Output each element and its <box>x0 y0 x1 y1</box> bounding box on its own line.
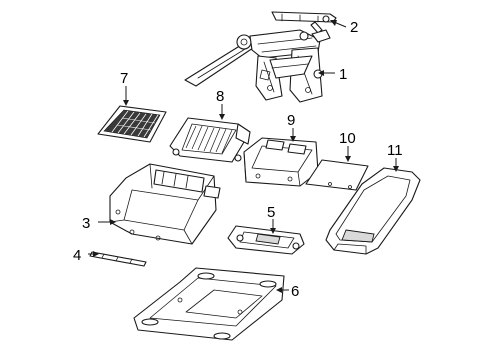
part-5-module <box>227 225 305 255</box>
part-8-blower-assembly <box>169 117 251 163</box>
leader-lines <box>88 20 399 293</box>
callout-3: 3 <box>82 215 90 232</box>
part-1-seat-frame <box>184 29 331 103</box>
part-7-grid-panel <box>97 105 167 143</box>
callout-7: 7 <box>120 70 128 87</box>
part-10-pad <box>305 159 369 191</box>
part-4-strip <box>89 251 147 267</box>
part-3-lower-frame <box>109 163 221 245</box>
callout-8: 8 <box>216 88 224 105</box>
callout-11: 11 <box>387 142 403 159</box>
callout-1: 1 <box>339 66 347 83</box>
callout-9: 9 <box>287 112 295 129</box>
callout-5: 5 <box>267 204 275 221</box>
callout-6: 6 <box>291 283 299 300</box>
callout-2: 2 <box>350 19 358 36</box>
part-11-cushion <box>325 167 421 255</box>
part-6-base-plate <box>133 267 285 341</box>
part-9-tray <box>243 137 319 187</box>
callout-4: 4 <box>73 247 81 264</box>
callout-10: 10 <box>339 130 356 147</box>
callout-labels: 1 2 3 4 5 6 7 8 9 10 11 <box>73 19 403 300</box>
